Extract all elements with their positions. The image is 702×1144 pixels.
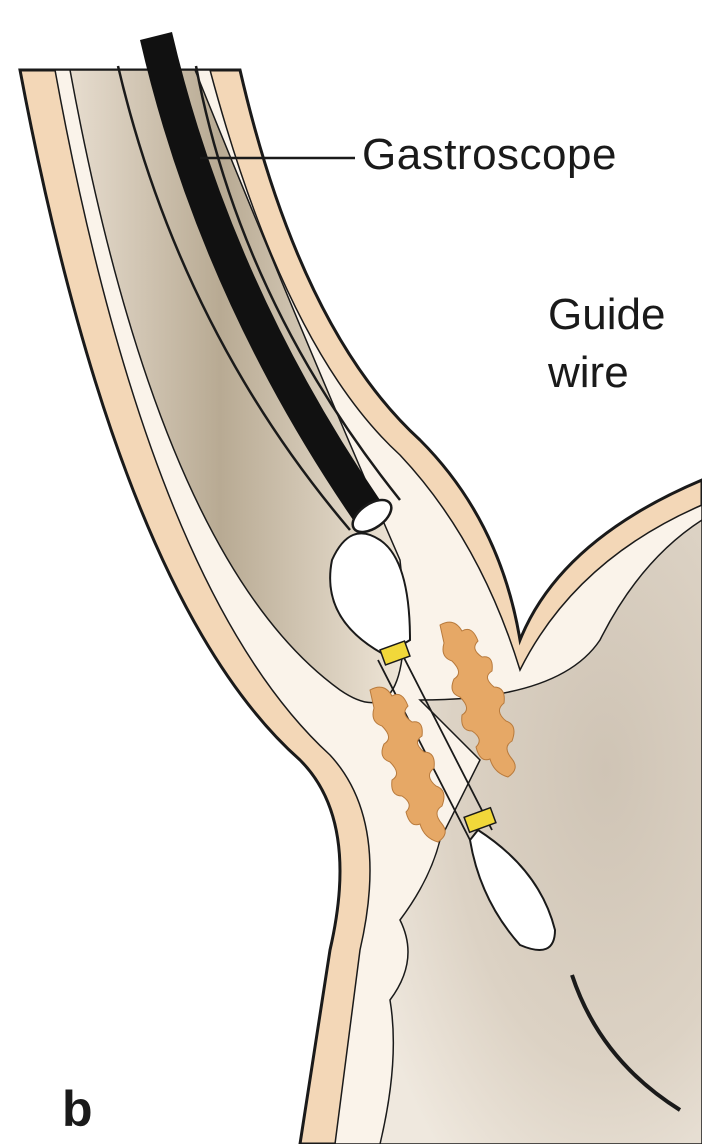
gastroscope-label: Gastroscope (362, 130, 617, 180)
guide-wire-label: Guide wire (548, 286, 665, 402)
guide-wire-label-line2: wire (548, 344, 665, 402)
guide-wire-label-line1: Guide (548, 286, 665, 344)
panel-letter: b (62, 1080, 93, 1138)
